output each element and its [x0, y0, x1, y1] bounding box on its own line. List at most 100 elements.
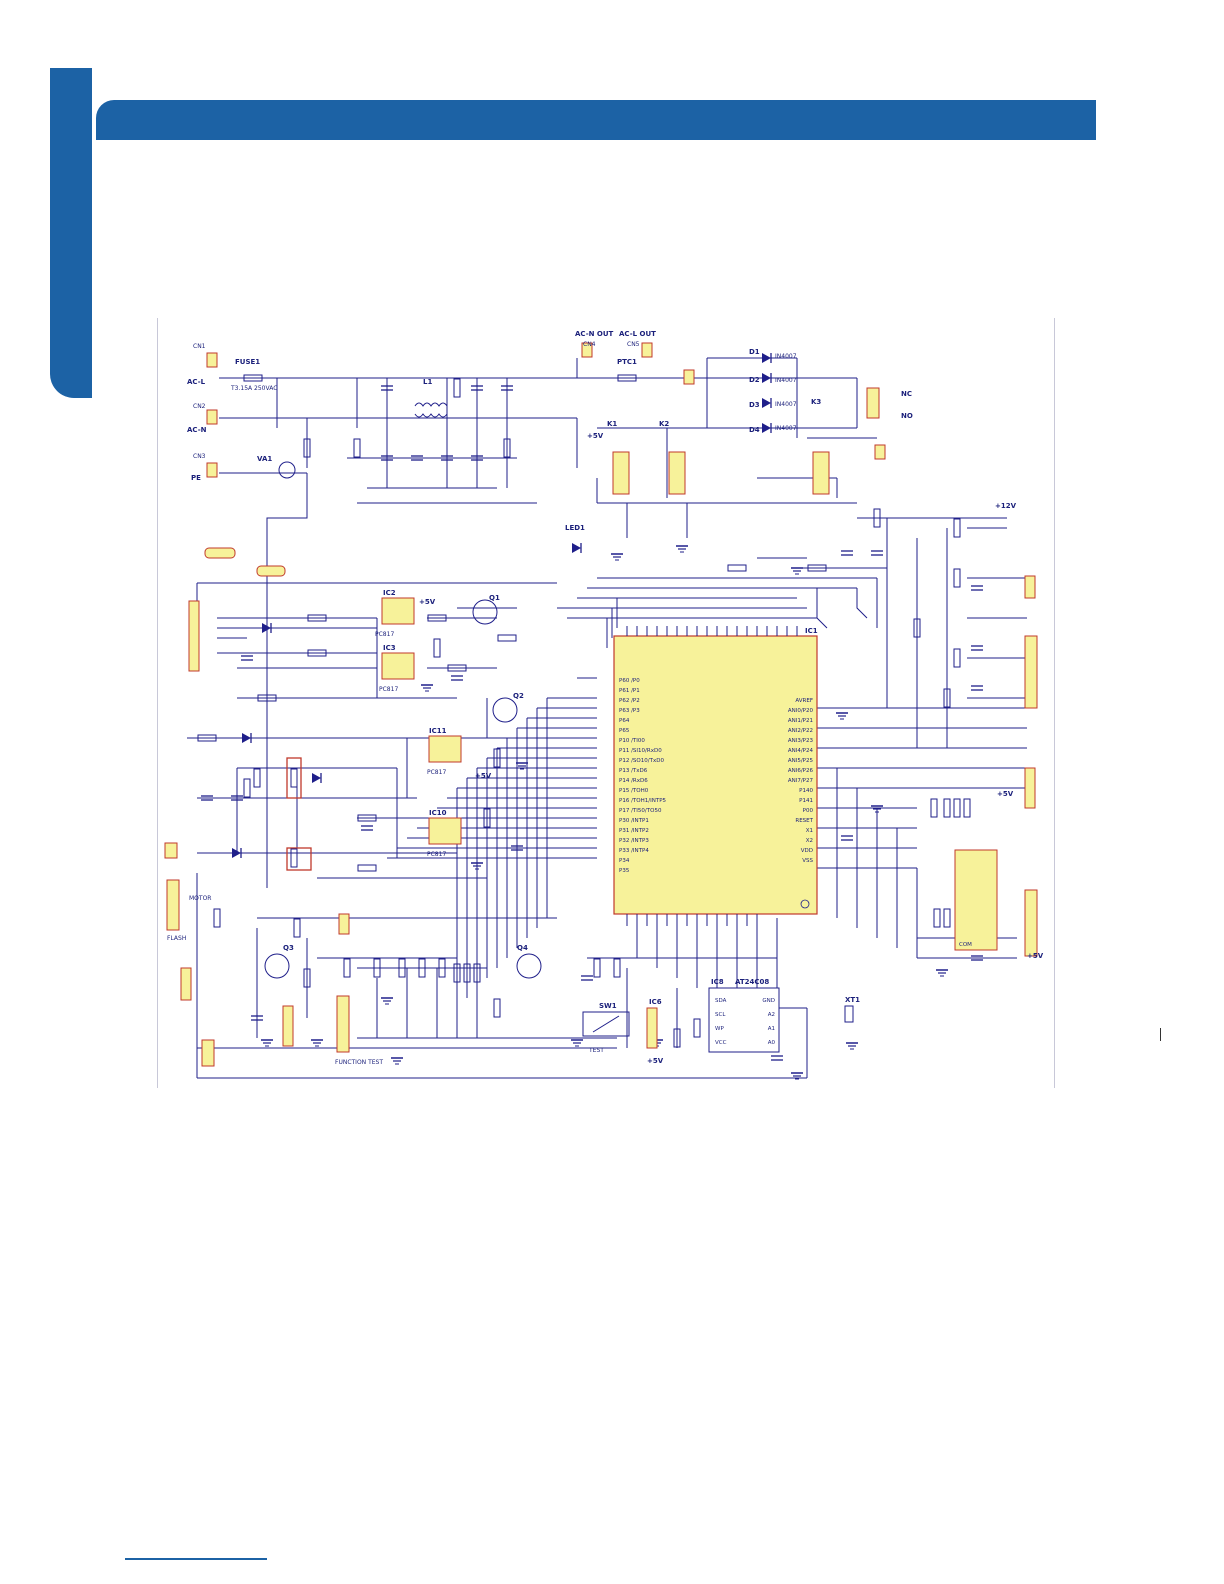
mcu-pin: P32 /INTP3: [619, 838, 649, 844]
mcu-right-pins: AVREF ANI0/P20 ANI1/P21 ANI2/P22 ANI3/P2…: [788, 698, 814, 864]
opto-ic11-label: IC11: [429, 727, 447, 735]
mcu-left-pins: P60 /P0 P61 /P1 P62 /P2 P63 /P3 P64 P65 …: [619, 678, 667, 874]
ic6-label: IC6: [649, 998, 662, 1006]
vcc-label: +5V: [419, 598, 436, 606]
opto-part: PC817: [427, 769, 446, 776]
eeprom-chip: [708, 987, 780, 1053]
mcu-pin: ANI6/P26: [788, 768, 814, 774]
switch-label: SW1: [599, 1002, 617, 1010]
diode-part: IN4007: [775, 401, 797, 408]
mcu-chip: [613, 635, 818, 915]
eeprom-label: IC8: [711, 978, 724, 986]
footer-rule: [125, 1558, 267, 1560]
mcu-pin: ANI0/P20: [788, 708, 814, 714]
diode-part: IN4007: [775, 425, 797, 432]
relay-k2-label: K2: [659, 420, 669, 428]
margin-mark: [1160, 1028, 1161, 1041]
connector-cn4-label: AC-N OUT: [575, 330, 614, 338]
fuse-value: T3.15A 250VAC: [230, 385, 277, 392]
mcu-pin: P64: [619, 718, 630, 724]
mcu-pin: P33 /INTP4: [619, 848, 649, 854]
fuse-label: FUSE1: [235, 358, 260, 366]
mcu-pin: X1: [806, 828, 813, 834]
mcu-pin: P13 /TxD6: [619, 768, 648, 774]
header-bar: [96, 100, 1096, 140]
function-test-label: FUNCTION TEST: [335, 1059, 383, 1066]
schematic-svg: IC1 P60 /P0 P61 /P1 P62 /P2 P63 /P3 P64 …: [164, 330, 1044, 1080]
mcu-pin: AVREF: [795, 698, 813, 704]
diode-d4-label: D4: [749, 426, 760, 434]
mcu-pin: X2: [806, 838, 813, 844]
connector-cn2-id: CN2: [193, 403, 206, 410]
diode-d1-label: D1: [749, 348, 760, 356]
schematic-diagram: IC1 P60 /P0 P61 /P1 P62 /P2 P63 /P3 P64 …: [157, 318, 1055, 1088]
frame-right: [1054, 318, 1055, 1088]
mcu-pin: P140: [799, 788, 813, 794]
eeprom-pin: GND: [762, 998, 775, 1004]
relay-no-label: NO: [901, 412, 913, 420]
led-label: LED1: [565, 524, 585, 532]
connector-cn5-label: AC-L OUT: [619, 330, 656, 338]
mcu-pin: ANI5/P25: [788, 758, 814, 764]
diode-d3-label: D3: [749, 401, 760, 409]
vcc-label: +5V: [647, 1057, 664, 1065]
coil-label: L1: [423, 378, 432, 386]
mcu-pin: P10 /TI00: [619, 738, 645, 744]
mcu-pin: P60 /P0: [619, 678, 640, 684]
mcu-pin: P00: [803, 808, 814, 814]
eeprom-pin: A0: [768, 1040, 776, 1046]
connector-cn4-id: CN4: [583, 341, 596, 348]
opto-part: PC817: [379, 686, 398, 693]
transistor-q3-label: Q3: [283, 944, 294, 952]
mcu-pin: P11 /SI10/RxD0: [619, 748, 662, 754]
transistor-q2-label: Q2: [513, 692, 524, 700]
transistor-q4-label: Q4: [517, 944, 528, 952]
vcc-label: +5V: [475, 772, 492, 780]
opto-ic3-label: IC3: [383, 644, 396, 652]
mcu-pin: ANI3/P23: [788, 738, 814, 744]
switch-caption: TEST: [588, 1047, 604, 1054]
mcu-pin: P141: [799, 798, 813, 804]
eeprom-pin: SCL: [715, 1012, 726, 1018]
mcu-pin: P12 /SO10/TxD0: [619, 758, 664, 764]
mcu-pin: ANI7/P27: [788, 778, 814, 784]
connector-cn1-id: CN1: [193, 343, 206, 350]
mcu-pin: P35: [619, 868, 630, 874]
opto-part: PC817: [427, 851, 446, 858]
vcc12-label: +12V: [995, 502, 1017, 510]
diode-part: IN4007: [775, 377, 797, 384]
eeprom-pin: A1: [768, 1026, 775, 1032]
vcc-label: +5V: [1027, 952, 1044, 960]
connector-cn3-id: CN3: [193, 453, 206, 460]
dip-com-label: COM: [959, 942, 972, 948]
connector-cn2-label: AC-N: [187, 426, 207, 434]
eeprom-pin: VCC: [715, 1040, 727, 1046]
ptc-label: PTC1: [617, 358, 637, 366]
mcu-pin: P14 /RxD6: [619, 778, 648, 784]
mcu-pin: P34: [619, 858, 630, 864]
connector-cn3-label: PE: [191, 474, 201, 482]
mcu-pin: P31 /INTP2: [619, 828, 649, 834]
vcc-label: +5V: [997, 790, 1014, 798]
mcu-pin: ANI1/P21: [788, 718, 813, 724]
relay-nc-label: NC: [901, 390, 912, 398]
diode-part: IN4007: [775, 353, 797, 360]
flash-label: FLASH: [167, 935, 186, 942]
side-tab: [50, 68, 92, 398]
connector-cn5-id: CN5: [627, 341, 640, 348]
frame-left: [157, 318, 158, 1088]
mcu-pin: VDD: [801, 848, 813, 854]
opto-ic2-label: IC2: [383, 589, 396, 597]
eeprom-pin: A2: [768, 1012, 775, 1018]
mcu-label: IC1: [805, 627, 818, 635]
mcu-pin: P30 /INTP1: [619, 818, 649, 824]
eeprom-part: AT24C08: [735, 978, 769, 986]
mcu-pin: ANI4/P24: [788, 748, 814, 754]
varistor-label: VA1: [257, 455, 272, 463]
mcu-pin: P65: [619, 728, 630, 734]
mcu-pin: ANI2/P22: [788, 728, 813, 734]
relay-k1-label: K1: [607, 420, 617, 428]
mcu-pin: P62 /P2: [619, 698, 640, 704]
motor-label: MOTOR: [189, 895, 211, 902]
connector-cn1-label: AC-L: [187, 378, 206, 386]
